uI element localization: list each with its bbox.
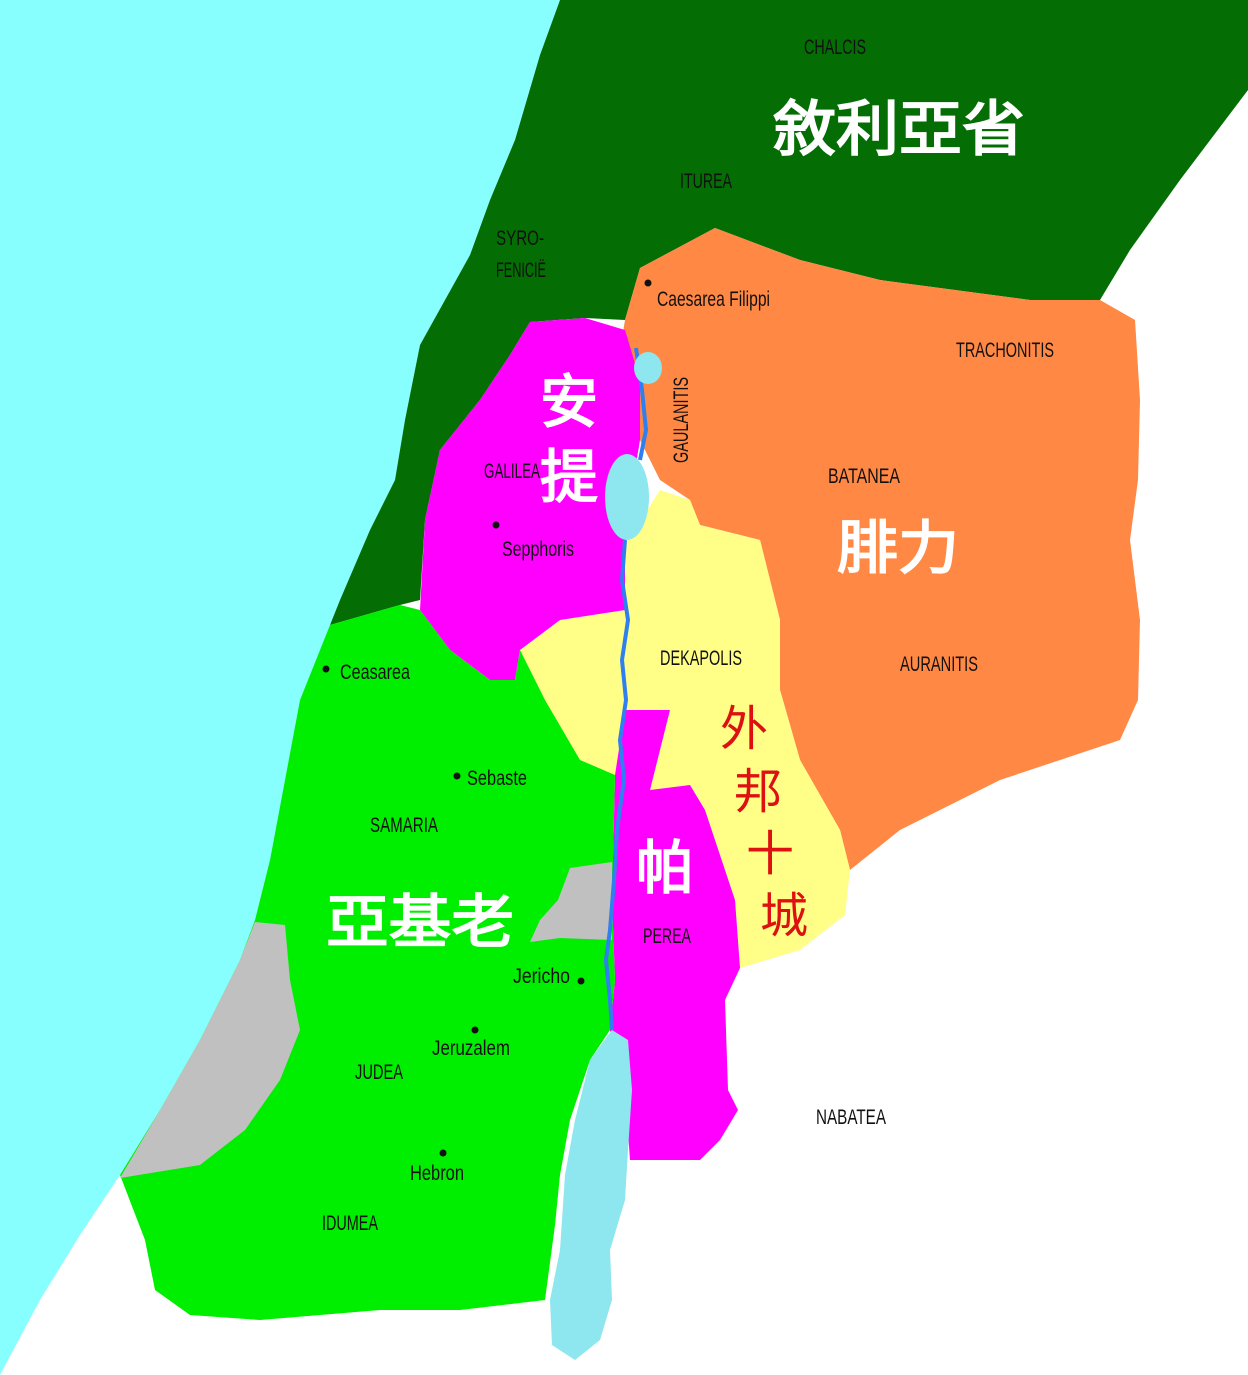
- label-cn-decapolis-2: 邦: [734, 764, 782, 820]
- label-iturea: ITUREA: [680, 170, 732, 193]
- label-jeruzalem: Jeruzalem: [432, 1037, 510, 1060]
- city-dot-hebron: [439, 1149, 447, 1157]
- city-dot-sepphoris: [492, 521, 500, 529]
- label-sepphoris: Sepphoris: [502, 538, 574, 561]
- grey-jordan-region: [530, 862, 612, 942]
- label-cn-philip: 腓力: [837, 514, 959, 582]
- galilee-region: [420, 318, 640, 680]
- label-gaulanitis: GAULANITIS: [670, 377, 693, 463]
- label-batanea: BATANEA: [828, 465, 900, 488]
- label-caesarea-filippi: Caesarea Filippi: [657, 288, 770, 311]
- label-jericho: Jericho: [513, 965, 570, 988]
- label-cn-decapolis-1: 外: [720, 701, 768, 757]
- label-chalcis: CHALCIS: [804, 36, 866, 59]
- decapolis-region: [520, 490, 850, 968]
- label-dekapolis: DEKAPOLIS: [660, 647, 742, 670]
- label-samaria: SAMARIA: [370, 814, 438, 837]
- syria-region: [330, 0, 1248, 625]
- label-idumea: IDUMEA: [322, 1212, 378, 1235]
- label-syro-1: SYRO-: [496, 227, 544, 250]
- city-dot-caesarea-filippi: [644, 279, 652, 287]
- label-cn-antipas-2: 提: [540, 443, 598, 511]
- label-trachonitis: TRACHONITIS: [956, 339, 1054, 362]
- label-galilea: GALILEA: [484, 460, 540, 483]
- dead-sea: [550, 1030, 632, 1360]
- sea-of-galilee: [605, 454, 649, 540]
- label-sebaste: Sebaste: [467, 767, 527, 790]
- label-syro-2: FENICIË: [496, 259, 546, 282]
- label-auranitis: AURANITIS: [900, 653, 978, 676]
- label-cn-decapolis-3: 十: [746, 826, 794, 882]
- city-dot-sebaste: [453, 772, 461, 780]
- label-cn-perea: 帕: [636, 834, 694, 902]
- label-perea: PEREA: [643, 925, 691, 948]
- label-cn-archelaus: 亞基老: [326, 888, 514, 956]
- city-dot-jericho: [577, 977, 585, 985]
- mediterranean-sea: [0, 0, 560, 1375]
- label-nabatea: NABATEA: [816, 1106, 886, 1129]
- city-dot-jeruzalem: [471, 1026, 479, 1034]
- label-cn-syria: 敘利亞省: [773, 95, 1025, 165]
- city-dot-ceasarea: [322, 665, 330, 673]
- label-cn-antipas-1: 安: [540, 368, 598, 436]
- label-ceasarea: Ceasarea: [340, 661, 410, 684]
- label-cn-decapolis-4: 城: [760, 888, 808, 944]
- philip-region: [620, 228, 1140, 870]
- lake-huleh: [634, 352, 662, 384]
- perea-region: [610, 710, 740, 1160]
- grey-coastal-region: [120, 922, 300, 1178]
- label-hebron: Hebron: [410, 1162, 464, 1185]
- archelaus-region: [120, 605, 615, 1320]
- label-judea: JUDEA: [355, 1061, 403, 1084]
